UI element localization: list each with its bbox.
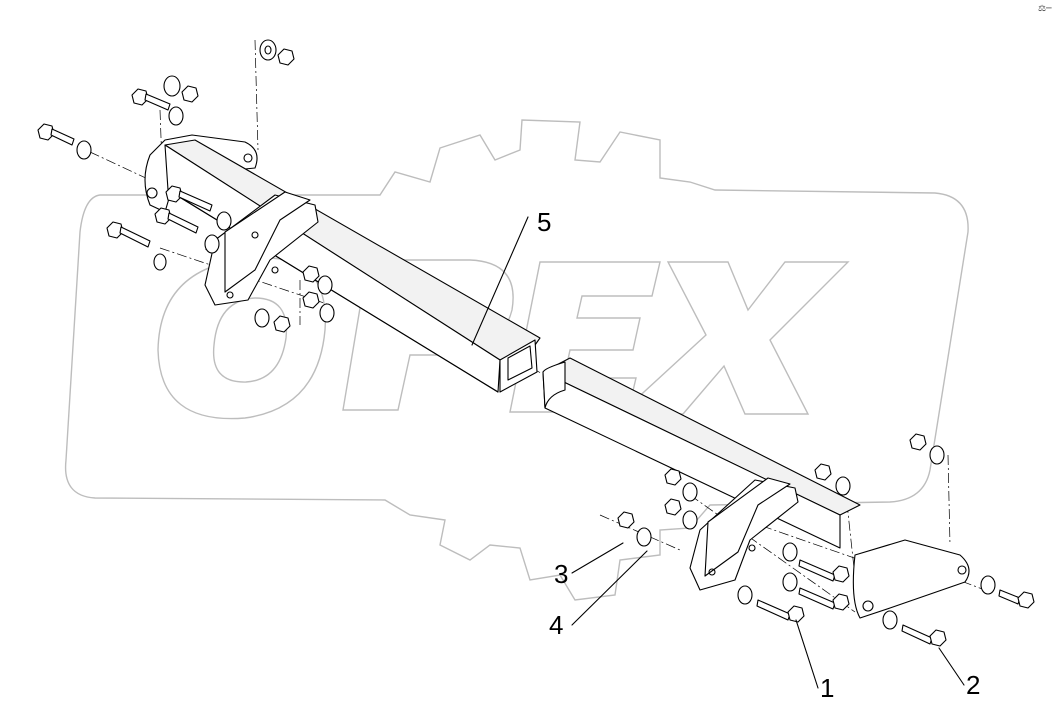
- bolt: [756, 599, 791, 621]
- washer: [76, 140, 92, 160]
- bolt-head: [929, 629, 947, 647]
- watermark-gear-outline: [64, 119, 969, 601]
- washer: [317, 275, 333, 295]
- leader-5: [471, 216, 529, 346]
- right-fasteners: [617, 433, 1035, 647]
- centerlines: [89, 39, 986, 613]
- washer: [636, 527, 652, 547]
- callout-label-5: 5: [537, 207, 551, 237]
- right-beam-tube-top: [542, 357, 861, 516]
- right-end-bracket: [852, 539, 970, 619]
- leader-1: [795, 619, 819, 689]
- washer: [737, 585, 753, 605]
- bolt-head: [787, 605, 805, 623]
- callout-label-2: 2: [966, 670, 980, 700]
- callout-label-1: 1: [820, 673, 834, 703]
- callout-leaders: [471, 216, 965, 689]
- washer: [782, 542, 798, 562]
- washer: [980, 575, 996, 595]
- leader-3: [571, 542, 624, 574]
- nut: [909, 433, 927, 451]
- nut: [302, 291, 320, 309]
- bolt: [798, 587, 836, 610]
- corner-mark: ⚖─: [1038, 4, 1052, 14]
- right-frame-beam: [542, 357, 970, 619]
- bolt: [798, 559, 836, 582]
- nut: [664, 468, 682, 486]
- washer: [163, 75, 181, 97]
- bolt: [998, 589, 1021, 605]
- callout-labels: 5 3 4 1 2: [537, 207, 980, 703]
- washer: [153, 253, 167, 271]
- callout-label-3: 3: [554, 559, 568, 589]
- washer: [168, 106, 184, 126]
- washer: [782, 572, 798, 592]
- washer: [882, 610, 898, 630]
- nut: [302, 265, 320, 283]
- washer: [682, 510, 698, 530]
- nut: [617, 511, 635, 529]
- nut: [277, 48, 295, 66]
- washer: [259, 39, 277, 61]
- washer: [204, 234, 220, 254]
- nut: [664, 498, 682, 516]
- leader-2: [938, 647, 965, 686]
- nut: [181, 85, 199, 103]
- bolt-head: [1017, 591, 1035, 609]
- nut: [814, 463, 832, 481]
- bolt: [901, 624, 933, 645]
- washer: [254, 308, 270, 328]
- washer: [682, 482, 698, 502]
- washer: [835, 476, 851, 496]
- nut: [273, 315, 291, 333]
- leader-4: [571, 550, 648, 626]
- left-frame-beam: [144, 134, 541, 393]
- callout-label-4: 4: [549, 610, 563, 640]
- washer: [216, 211, 232, 231]
- washer: [929, 445, 945, 465]
- washer: [319, 303, 335, 323]
- left-fasteners: [37, 39, 335, 333]
